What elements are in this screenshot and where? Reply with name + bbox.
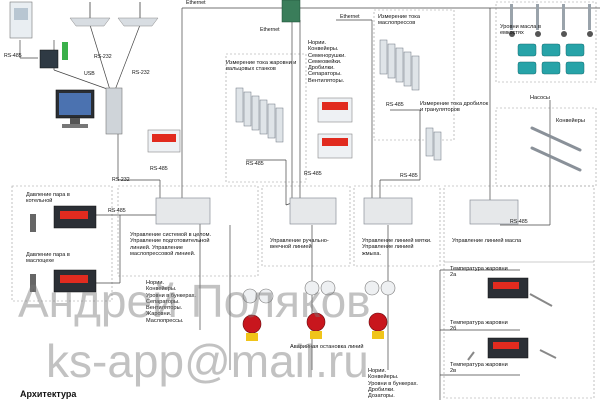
- label-rs485-d: RS-485: [246, 161, 264, 167]
- label-rs232-a: RS-232: [94, 54, 112, 60]
- presses-box: [373, 9, 455, 141]
- pressure-displays: [30, 205, 97, 293]
- block-conveyors: Конвейеры: [556, 118, 585, 124]
- oil-ctrl-box: [443, 185, 595, 263]
- converter-module: [39, 49, 59, 69]
- group-boxes: [11, 1, 597, 399]
- block-temp-2v: Температура жаровни 2в: [450, 362, 508, 375]
- block-temp-2b: Температура жаровни 2б: [450, 320, 508, 333]
- block-oil-levels: Уровни масла в емкостях: [500, 24, 541, 37]
- block-norias-3: Нории. Конвейеры. Уровни в бункерах. Дро…: [368, 368, 418, 400]
- label-usb: USB: [84, 71, 95, 77]
- block-pumps: Насосы: [530, 95, 550, 101]
- connection-lines: [19, 7, 600, 400]
- block-current-crushers: Измерение тока дробилок и грануляторов: [420, 101, 489, 114]
- pumps: [517, 43, 585, 75]
- top-devices: [9, 0, 301, 153]
- conveyor-box: [495, 107, 597, 187]
- label-rs485-f: RS-485: [386, 102, 404, 108]
- oil-level-box: [495, 1, 597, 83]
- block-ctrl-main: Управление системой в целом. Управление …: [130, 232, 212, 257]
- main-ctrl-box: [117, 185, 259, 277]
- block-norias-2: Нории. Конвейеры. Уровни в бункерах. Сеп…: [146, 280, 196, 324]
- block-steam-boiler: Давление пара в котельной: [26, 192, 70, 205]
- label-rs485-g: RS-485: [400, 173, 418, 179]
- scale-2: [117, 17, 159, 27]
- relay-panels: [317, 97, 353, 159]
- steam-group-box: [11, 185, 113, 302]
- label-rs232-b: RS-232: [132, 70, 150, 76]
- signal-lights: [242, 280, 396, 304]
- mills-box: [225, 53, 307, 183]
- oil-level-sensors: [509, 4, 593, 37]
- current-modules-presses: [379, 39, 442, 161]
- extract-ctrl-box: [353, 185, 441, 267]
- sensor-window: [14, 8, 28, 20]
- plc-controllers: [155, 197, 519, 225]
- power-module: [62, 42, 68, 60]
- label-rs485-e: RS-485: [304, 171, 322, 177]
- label-rs485-b: RS-485: [150, 166, 168, 172]
- pc-tower: [105, 87, 123, 135]
- label-rs485-h: RS-485: [510, 219, 528, 225]
- label-rs485-a: RS-485: [4, 53, 22, 59]
- temperature-displays: [467, 277, 557, 361]
- pc-keyboard: [62, 124, 88, 128]
- block-ctrl-manual: Управление ручально-веечной линией: [270, 238, 329, 251]
- manual-ctrl-box: [261, 185, 351, 267]
- label-ethernet-sw: Ethernet: [340, 14, 360, 20]
- emergency-stop-buttons: [242, 312, 388, 341]
- label-ethernet-top: Ethernet: [186, 0, 206, 6]
- block-temp-2a: Температура жаровни 2а: [450, 266, 508, 279]
- conveyor-sensors: [530, 126, 582, 172]
- ethernet-switch: [281, 0, 301, 23]
- current-modules-mills: [235, 87, 284, 143]
- label-rs485-c: RS-485: [108, 208, 126, 214]
- label-ethernet-mid: Ethernet: [260, 27, 280, 33]
- block-current-presses: Измерение тока маслопрессов: [378, 14, 420, 27]
- block-current-mills: Измерение тока жаровни и вальцовых станк…: [226, 60, 297, 73]
- block-norias-1: Нории. Конвейеры. Семенорушки. Семеовейк…: [308, 40, 346, 84]
- pc-stand: [70, 118, 80, 124]
- hmi-display: [152, 134, 176, 142]
- block-ctrl-oil: Управление линией масла: [452, 238, 522, 244]
- label-rs232-c: RS-232: [112, 177, 130, 183]
- block-emergency: Аварийная остановка линий: [290, 344, 364, 350]
- pc-screen: [59, 93, 91, 115]
- scale-1: [69, 17, 111, 27]
- block-steam-oil: Давление пара в маслоцехе: [26, 252, 70, 265]
- block-ctrl-extract: Управление линией мятки. Управление лини…: [362, 238, 432, 257]
- page-title: Архитектура: [20, 389, 77, 399]
